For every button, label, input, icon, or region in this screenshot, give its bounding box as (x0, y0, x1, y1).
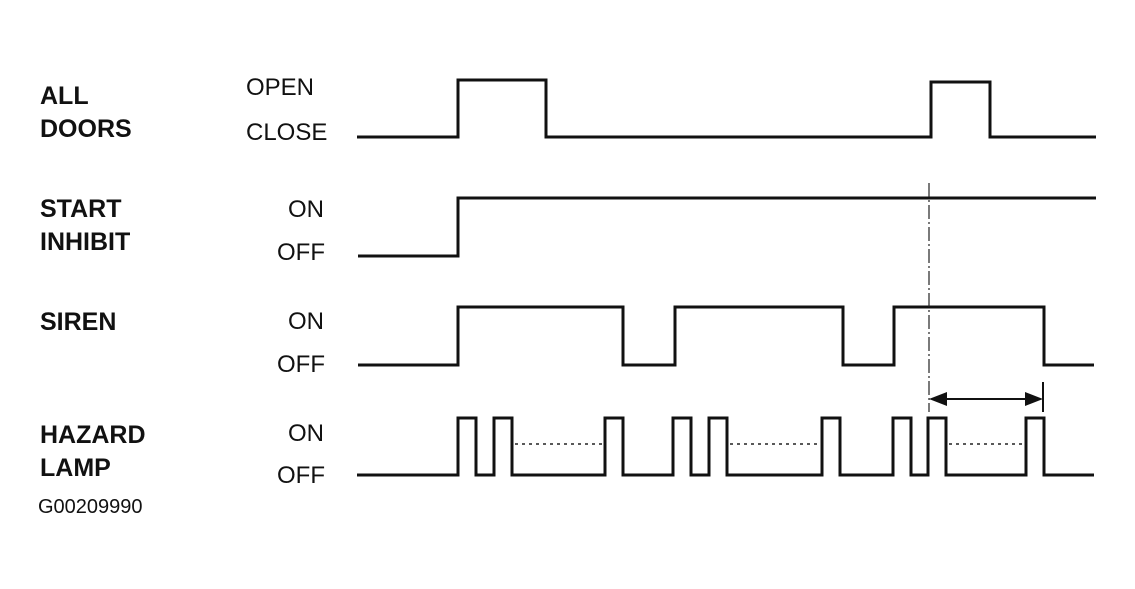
waveform-start-inhibit (358, 196, 1096, 258)
state-label-off: OFF (277, 351, 325, 378)
signal-row-hazard-lamp: HAZARD LAMP ON OFF (40, 416, 1094, 489)
signal-name-hazard-lamp-line2: LAMP (40, 454, 111, 482)
waveform-siren (358, 305, 1094, 367)
signal-row-siren: SIREN ON OFF (40, 305, 1094, 378)
state-label-off: OFF (277, 239, 325, 266)
signal-row-start-inhibit: START INHIBIT ON OFF (40, 195, 1096, 266)
state-label-open: OPEN (246, 74, 314, 101)
state-label-on: ON (288, 196, 324, 223)
state-label-close: CLOSE (246, 119, 327, 146)
signal-name-start-inhibit-line1: START (40, 195, 121, 223)
signal-row-all-doors: ALL DOORS OPEN CLOSE (40, 74, 1096, 146)
signal-name-start-inhibit-line2: INHIBIT (40, 228, 130, 256)
waveform-all-doors (357, 78, 1096, 139)
waveform-hazard-lamp (357, 416, 1094, 477)
figure-id: G00209990 (38, 496, 143, 518)
duration-arrow (929, 392, 1043, 406)
state-label-off: OFF (277, 462, 325, 489)
signal-name-all-doors-line2: DOORS (40, 115, 132, 143)
signal-name-siren: SIREN (40, 308, 116, 336)
state-label-on: ON (288, 420, 324, 447)
signal-name-all-doors-line1: ALL (40, 82, 89, 110)
state-label-on: ON (288, 308, 324, 335)
signal-name-hazard-lamp-line1: HAZARD (40, 421, 146, 449)
